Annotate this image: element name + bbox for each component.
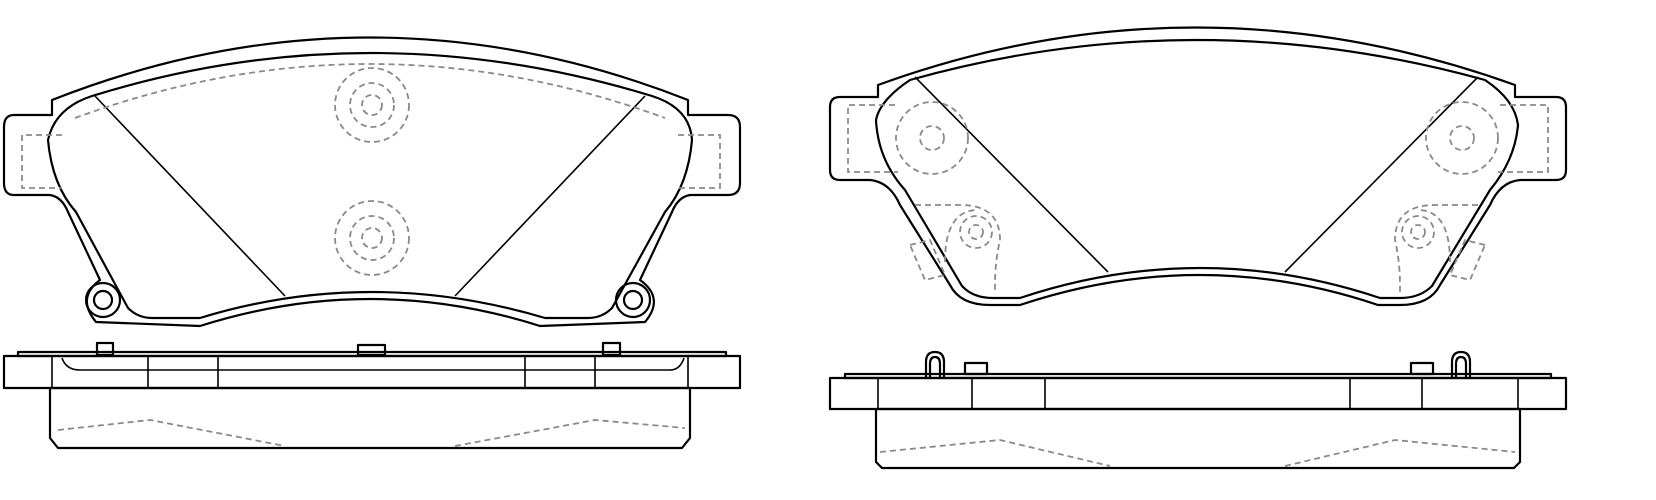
right-chamfer-line-left	[914, 76, 1109, 273]
right-backing-plate	[828, 26, 1568, 307]
hidden-tab-right	[1498, 104, 1549, 173]
side-backing-plate	[828, 376, 1568, 411]
left-friction-material	[46, 51, 694, 320]
left-backing-plate	[2, 36, 742, 328]
left-mount-hole-inner	[92, 289, 114, 311]
wear-line-hidden	[879, 439, 1516, 467]
right-mount-hole-inner	[622, 289, 644, 311]
hidden-piston-circle	[349, 215, 395, 261]
wear-indicator-clip-right	[1450, 350, 1472, 378]
side-backing-plate	[2, 354, 742, 390]
side-clip-tab	[356, 343, 387, 357]
side-clip-tab	[963, 361, 989, 376]
left-chamfer-line-left	[94, 95, 286, 297]
side-divider-lines	[877, 378, 1519, 409]
hidden-piston-circle	[1449, 125, 1475, 151]
side-friction-material	[48, 386, 692, 450]
left-mount-hole-outer	[84, 281, 122, 319]
hidden-piston-circle	[895, 101, 969, 175]
side-divider-lines	[51, 356, 689, 388]
hidden-sensor-left	[908, 238, 947, 282]
left-pad-side-view	[2, 341, 742, 450]
side-clip-tab	[601, 341, 622, 357]
hidden-wear-clip-left	[915, 204, 1001, 292]
hidden-tab-left	[847, 104, 898, 173]
right-chamfer-line-right	[1284, 76, 1479, 273]
hidden-clip-circle	[1401, 215, 1435, 249]
inner-shim-line	[61, 357, 685, 371]
wear-indicator-clip-left	[924, 350, 946, 378]
wear-line-hidden	[57, 419, 686, 447]
side-clip-tab	[95, 341, 115, 357]
side-clip-tab	[1409, 361, 1435, 376]
hidden-piston-circle	[1425, 101, 1499, 175]
hidden-piston-circle	[334, 200, 410, 276]
hidden-clip-circle	[968, 224, 984, 240]
right-mount-hole-outer	[614, 281, 652, 319]
hidden-clip-circle	[1410, 224, 1426, 240]
hidden-wear-clip-right	[1394, 204, 1478, 292]
right-pad-side-view	[828, 350, 1568, 470]
right-friction-material	[874, 38, 1520, 300]
hidden-piston-circle	[919, 125, 945, 151]
hidden-arc	[74, 63, 666, 119]
right-pad-face-view	[828, 26, 1568, 307]
hidden-sensor-right	[1448, 238, 1487, 282]
left-pad-face-view	[2, 36, 742, 328]
hidden-piston-circle	[349, 82, 395, 128]
hidden-clip-circle	[959, 215, 993, 249]
hidden-tab-left	[21, 134, 62, 189]
hidden-piston-circle	[361, 227, 383, 249]
hidden-piston-circle	[334, 67, 410, 143]
side-friction-material	[874, 407, 1522, 470]
left-chamfer-line-right	[454, 95, 646, 297]
hidden-tab-right	[678, 134, 721, 189]
hidden-piston-circle	[361, 94, 383, 116]
